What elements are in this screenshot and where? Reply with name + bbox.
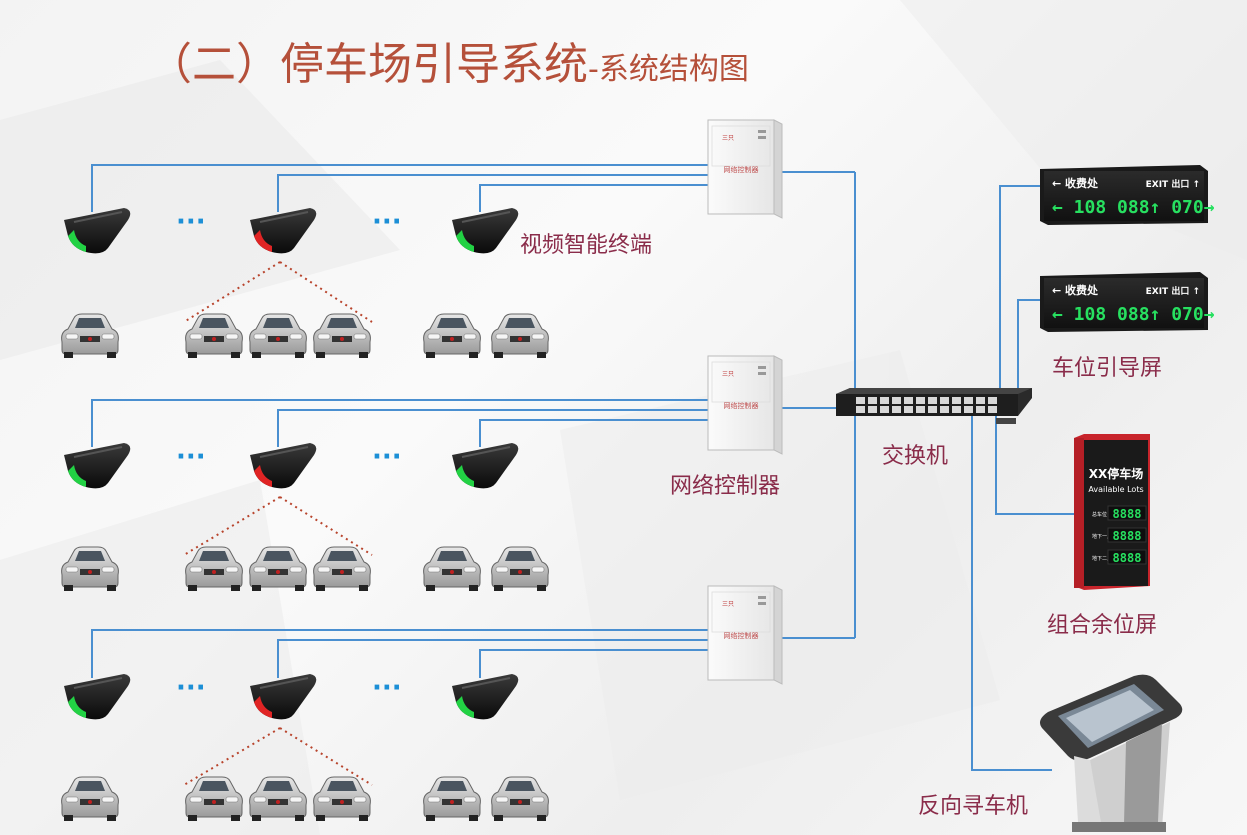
coverage-line bbox=[279, 496, 373, 556]
combo-screen-label: 组合余位屏 bbox=[1047, 613, 1158, 638]
uplink-kiosk bbox=[971, 416, 1052, 771]
controller-logo: 三只 bbox=[722, 371, 734, 378]
controller-panel-text: 网络控制器 bbox=[724, 401, 759, 410]
guide-screen-label: 车位引导屏 bbox=[1052, 356, 1163, 381]
car-icon bbox=[249, 313, 307, 359]
combo-screen-title: XX停车场 bbox=[1089, 466, 1144, 481]
camera-icon bbox=[451, 673, 520, 721]
switch-label: 交换机 bbox=[882, 444, 949, 469]
coverage-line bbox=[279, 727, 373, 786]
camera-wire bbox=[277, 639, 708, 678]
guide-digits: ← 108 088↑ 070→ bbox=[1052, 304, 1215, 325]
kiosk-terminal bbox=[1040, 674, 1183, 832]
car-icon bbox=[491, 546, 549, 592]
guide-screen: ← 收费处 EXIT 出口 ↑ ← 108 088↑ 070→ bbox=[1040, 272, 1215, 332]
page-title: （二）停车场引导系统-系统结构图 bbox=[148, 28, 749, 92]
coverage-line bbox=[183, 727, 281, 786]
guide-exit-text: EXIT 出口 ↑ bbox=[1146, 178, 1200, 190]
car-icon bbox=[423, 546, 481, 592]
camera-wire bbox=[479, 649, 708, 678]
guide-digits: ← 108 088↑ 070→ bbox=[1052, 197, 1215, 218]
guide-screen: ← 收费处 EXIT 出口 ↑ ← 108 088↑ 070→ bbox=[1040, 165, 1215, 225]
guide-left-text: ← 收费处 bbox=[1052, 176, 1099, 190]
car-icon bbox=[491, 776, 549, 822]
combo-row-label: 地下一层 bbox=[1092, 533, 1112, 540]
car-icon bbox=[423, 313, 481, 359]
camera-icon bbox=[451, 207, 520, 255]
combo-screen-subtitle: Available Lots bbox=[1088, 485, 1143, 494]
coverage-line bbox=[183, 496, 281, 556]
ellipsis-mark: ··· bbox=[372, 207, 402, 237]
ellipsis-mark: ··· bbox=[372, 442, 402, 472]
coverage-line bbox=[279, 261, 373, 323]
camera-icon bbox=[451, 442, 520, 490]
guide-left-text: ← 收费处 bbox=[1052, 283, 1099, 297]
network-switch bbox=[836, 388, 1032, 424]
page-title-main: （二）停车场引导系统 bbox=[148, 39, 588, 90]
uplink-combo bbox=[995, 416, 1074, 515]
uplink-guide-2 bbox=[1017, 299, 1040, 392]
kiosk-label: 反向寻车机 bbox=[918, 794, 1029, 819]
car-icon bbox=[313, 546, 371, 592]
camera-wire bbox=[91, 629, 708, 678]
camera-wire bbox=[479, 419, 708, 447]
camera-wire bbox=[277, 174, 708, 212]
car-icon bbox=[423, 776, 481, 822]
car-icon bbox=[185, 313, 243, 359]
controller-logo: 三只 bbox=[722, 135, 734, 142]
camera-label: 视频智能终端 bbox=[520, 233, 653, 258]
camera-wire bbox=[91, 399, 708, 447]
page-title-sub: -系统结构图 bbox=[588, 52, 749, 87]
camera-icon bbox=[63, 442, 132, 490]
camera-wire bbox=[277, 409, 708, 447]
controller-label: 网络控制器 bbox=[670, 474, 781, 499]
controller-logo: 三只 bbox=[722, 601, 734, 608]
combo-row-value: 8888 bbox=[1113, 507, 1142, 521]
ellipsis-mark: ··· bbox=[176, 442, 206, 472]
combo-row-value: 8888 bbox=[1113, 551, 1142, 565]
ellipsis-group: ··· ··· ··· ··· ··· ··· bbox=[176, 207, 402, 703]
ellipsis-mark: ··· bbox=[372, 673, 402, 703]
car-icon bbox=[491, 313, 549, 359]
combo-row-label: 地下二层 bbox=[1092, 555, 1112, 562]
camera-wire bbox=[479, 184, 708, 212]
ellipsis-mark: ··· bbox=[176, 207, 206, 237]
coverage-line bbox=[183, 261, 281, 323]
controller-panel-text: 网络控制器 bbox=[724, 631, 759, 640]
combo-row-label: 总车位 bbox=[1092, 511, 1107, 518]
car-icon bbox=[313, 313, 371, 359]
camera-coverage-lines bbox=[183, 261, 373, 786]
car-icon bbox=[313, 776, 371, 822]
controller-panel-text: 网络控制器 bbox=[724, 165, 759, 174]
ellipsis-mark: ··· bbox=[176, 673, 206, 703]
combo-row-value: 8888 bbox=[1113, 529, 1142, 543]
guide-exit-text: EXIT 出口 ↑ bbox=[1146, 285, 1200, 297]
camera-wire bbox=[91, 164, 708, 212]
uplink-guide-1 bbox=[999, 185, 1040, 388]
